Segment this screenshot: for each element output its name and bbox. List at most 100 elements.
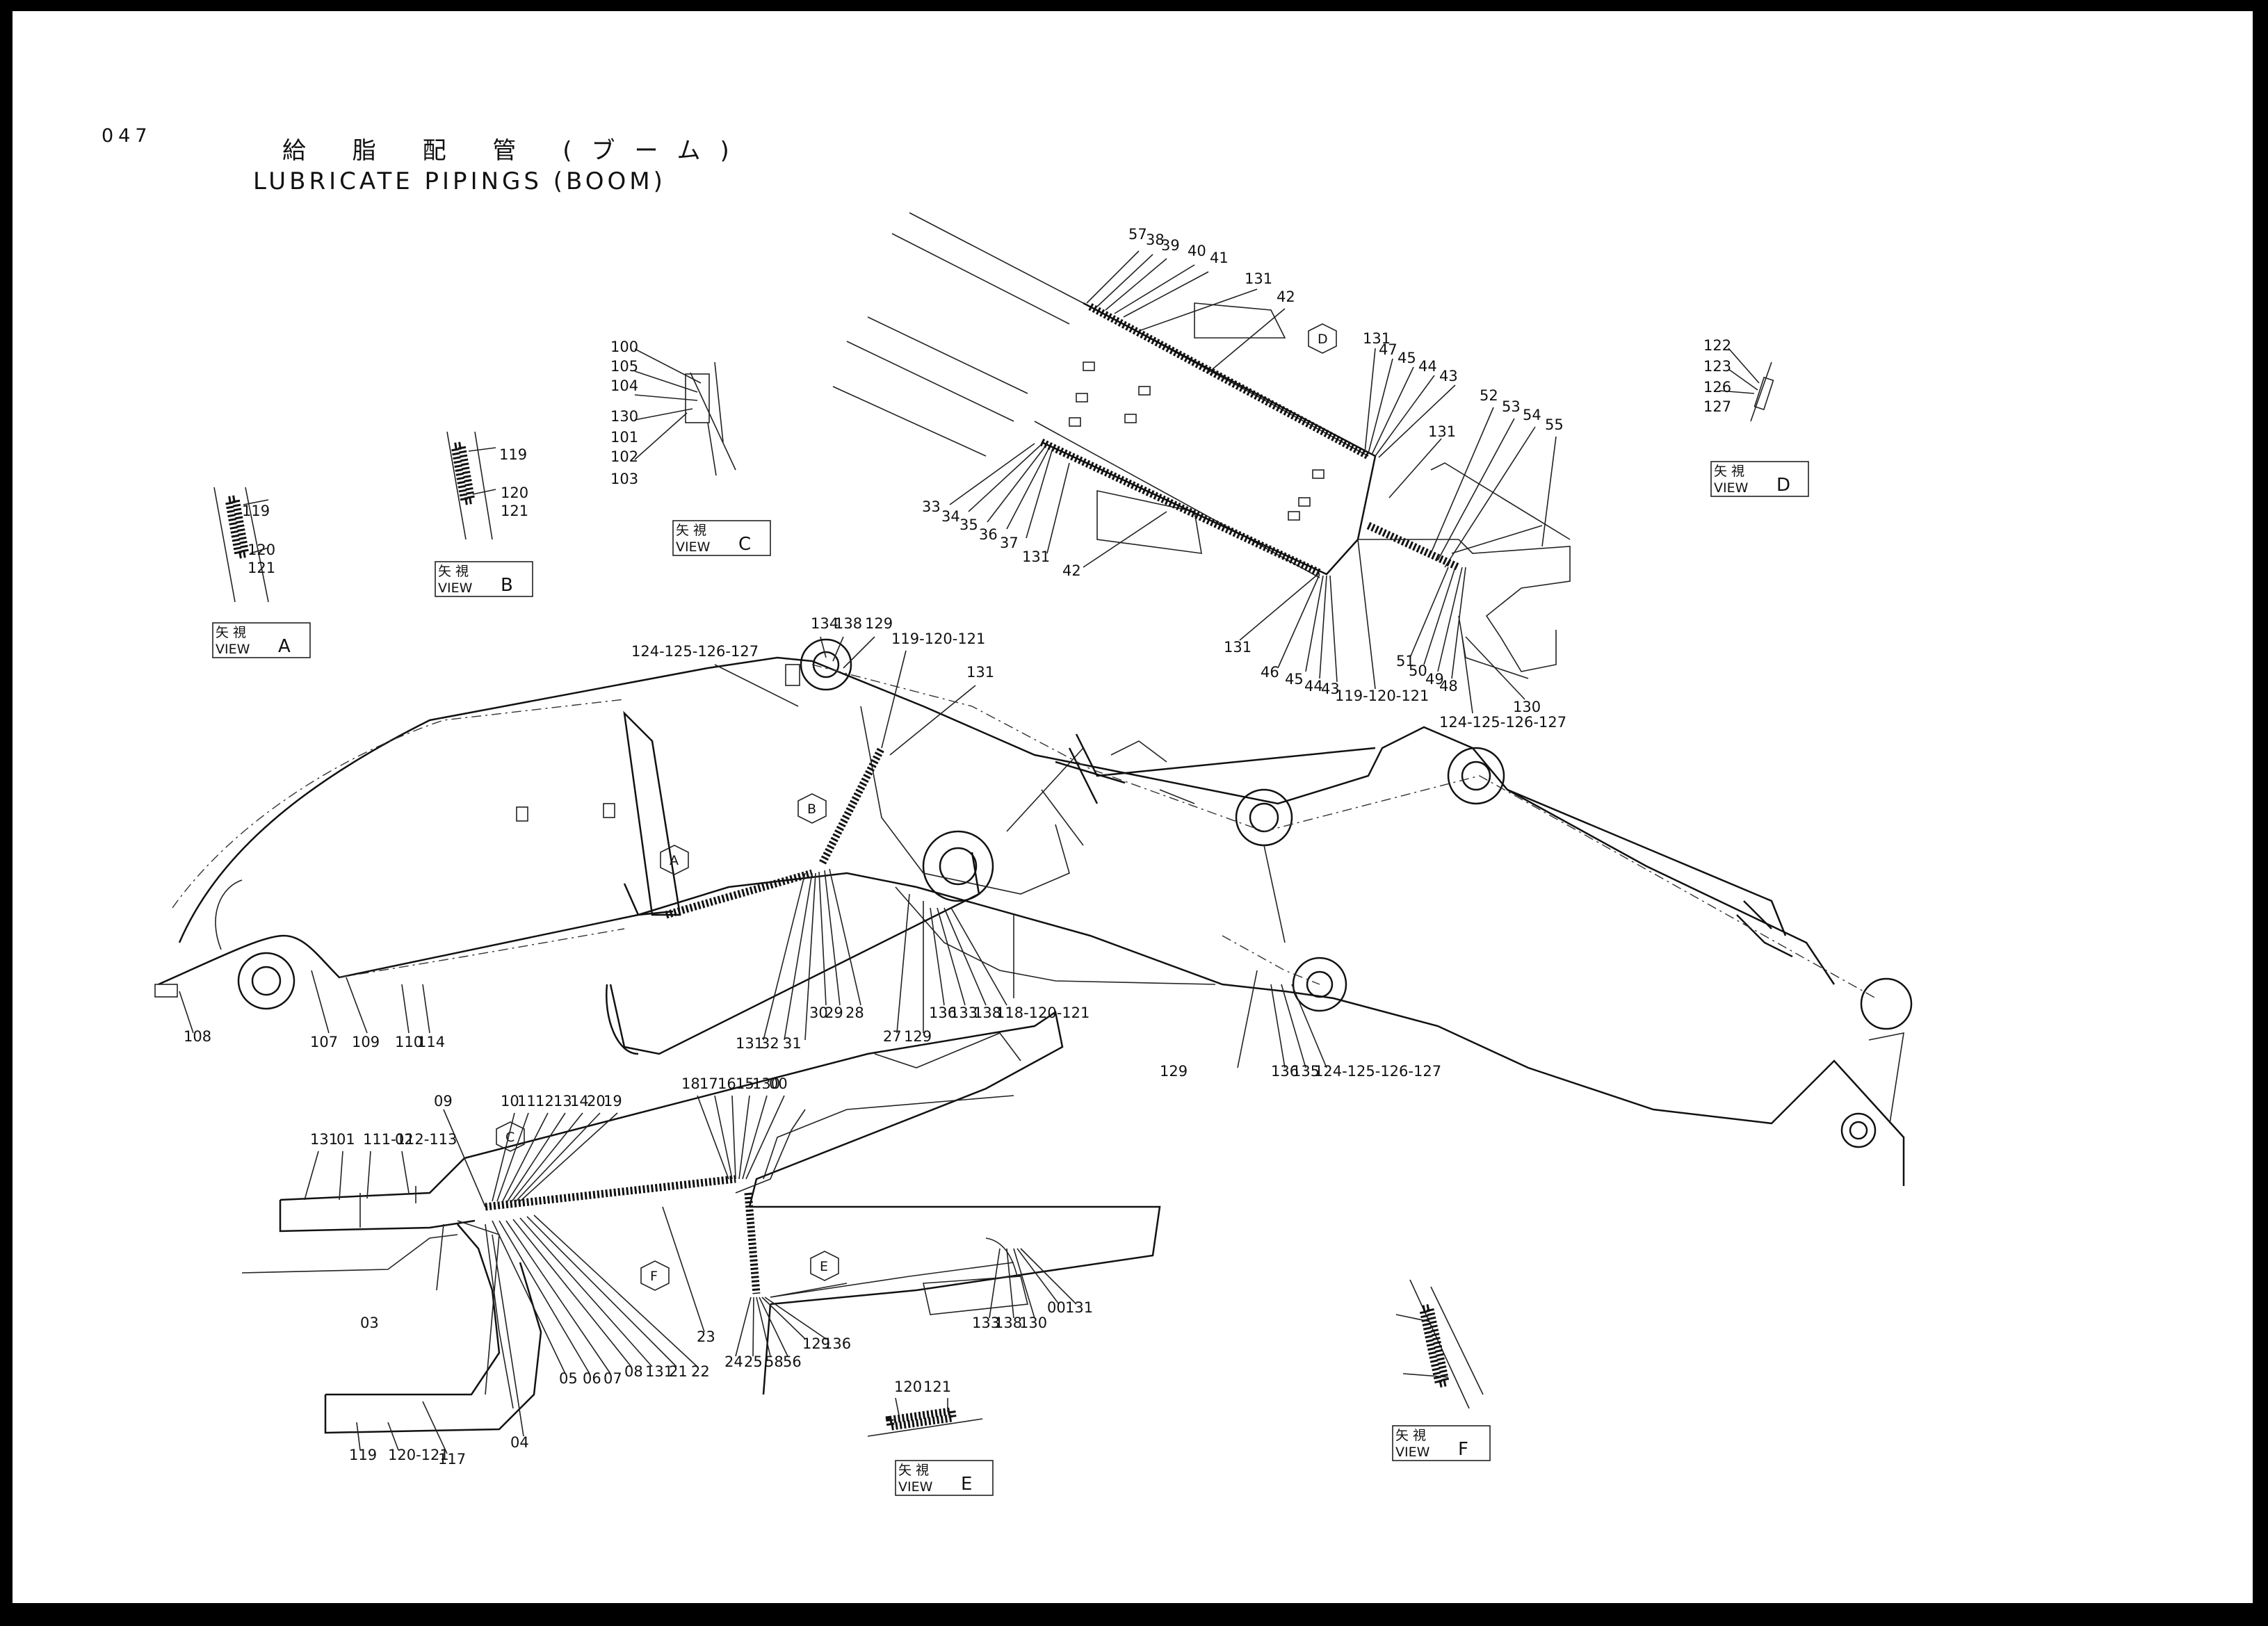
part-number-label: 131: [966, 664, 994, 681]
part-number-label: 14: [570, 1093, 589, 1109]
part-number-label: 136: [929, 1005, 957, 1021]
part-number-label: 57: [1128, 226, 1147, 243]
part-number-label: 136: [1271, 1063, 1299, 1080]
part-number-label: 06: [583, 1370, 601, 1387]
part-number-label: 109: [352, 1034, 380, 1050]
drawing-sheet: 047 給 脂 配 管 (ブーム) LUBRICATE PIPINGS (BOO…: [13, 11, 2253, 1603]
svg-text:D: D: [1776, 475, 1790, 496]
part-number-label: 124-125-126-127: [1314, 1063, 1441, 1080]
part-number-label: 48: [1439, 678, 1458, 694]
lower-boom-section: [241, 1010, 1161, 1434]
part-number-label: 22: [691, 1363, 710, 1380]
view-e-detail: 矢 視 VIEW E: [867, 1397, 994, 1496]
svg-text:A: A: [278, 636, 291, 657]
part-number-label: 07: [604, 1370, 622, 1387]
svg-text:A: A: [670, 853, 679, 868]
leader-lines: [179, 250, 1557, 1454]
part-number-label: 138: [973, 1005, 1001, 1021]
view-b-detail: 矢 視 VIEW B: [435, 431, 533, 597]
part-number-label: 09: [434, 1093, 453, 1109]
part-number-label: 131: [1022, 548, 1050, 565]
part-number-label: 25: [744, 1353, 763, 1370]
part-number-label: 29: [825, 1005, 843, 1021]
part-number-label: 131: [1065, 1299, 1093, 1316]
part-number-label: 33: [922, 498, 941, 515]
page-number: 047: [102, 125, 152, 147]
title-japanese: 給 脂 配 管 (ブーム): [282, 137, 749, 165]
upper-boom-top-view: [832, 212, 1571, 679]
part-number-label: 38: [1146, 231, 1165, 248]
part-number-label: 23: [697, 1328, 715, 1345]
part-number-label: 131: [310, 1131, 338, 1148]
part-number-label: 03: [360, 1315, 379, 1331]
part-number-label: 44: [1418, 358, 1437, 375]
part-number-label: 36: [979, 526, 998, 543]
part-number-label: 105: [610, 358, 638, 375]
svg-text:矢 視: 矢 視: [1714, 464, 1744, 479]
part-number-label: 19: [604, 1093, 622, 1109]
part-number-label: 15: [736, 1075, 754, 1092]
part-number-label: 114: [417, 1034, 445, 1050]
part-number-label: 28: [845, 1005, 864, 1021]
part-number-label: 00: [769, 1075, 788, 1092]
svg-text:VIEW: VIEW: [898, 1479, 933, 1495]
part-number-label: 08: [624, 1363, 643, 1380]
part-number-label: 54: [1523, 407, 1541, 423]
view-marker-f: F: [640, 1260, 670, 1291]
svg-text:矢 視: 矢 視: [438, 564, 469, 579]
part-number-label: 45: [1398, 350, 1416, 366]
svg-text:矢 視: 矢 視: [676, 523, 706, 538]
part-number-label: 107: [310, 1034, 338, 1050]
view-c-detail: 矢 視 VIEW C: [634, 348, 771, 556]
part-number-label: 119: [349, 1447, 377, 1463]
part-number-label: 131: [1245, 270, 1272, 287]
view-f-detail: 矢 視 VIEW F: [1392, 1279, 1491, 1461]
part-number-label: 130: [752, 1075, 780, 1092]
part-number-label: 130: [610, 408, 638, 425]
part-number-label: 126: [1703, 379, 1731, 396]
svg-text:矢 視: 矢 視: [1395, 1428, 1426, 1443]
part-number-label: 119: [242, 503, 270, 519]
part-number-label: 30: [809, 1005, 828, 1021]
part-number-label: 52: [1480, 387, 1498, 404]
part-number-label: 31: [783, 1035, 802, 1052]
part-number-label: 129: [904, 1028, 932, 1045]
part-number-label: 37: [1000, 535, 1019, 551]
view-e-label: 矢 視 VIEW E: [895, 1460, 994, 1496]
part-number-label: 131: [1428, 423, 1456, 440]
part-number-label: 42: [1277, 288, 1295, 305]
part-number-label: 138: [834, 615, 862, 632]
svg-text:B: B: [807, 802, 816, 817]
part-number-label: 42: [1062, 562, 1081, 579]
part-number-label: 20: [587, 1093, 606, 1109]
part-number-label: 123: [1703, 358, 1731, 375]
part-number-label: 124-125-126-127: [1439, 714, 1566, 731]
view-marker-e: E: [810, 1251, 839, 1281]
svg-text:D: D: [1318, 332, 1328, 347]
part-number-label: 131: [736, 1035, 763, 1052]
part-number-label: 131: [1363, 330, 1391, 347]
part-number-label: 50: [1409, 662, 1427, 679]
part-number-label: 55: [1545, 416, 1564, 433]
part-number-label: 04: [510, 1434, 529, 1451]
part-number-label: 11: [517, 1093, 536, 1109]
part-number-label: 41: [1210, 250, 1229, 266]
part-number-label: 111-112-113: [363, 1131, 457, 1148]
part-number-label: 117: [438, 1451, 466, 1468]
part-number-label: 120: [248, 542, 275, 558]
svg-text:F: F: [650, 1269, 658, 1284]
svg-text:F: F: [1458, 1439, 1468, 1460]
svg-text:E: E: [961, 1474, 972, 1495]
part-number-label: 10: [501, 1093, 519, 1109]
part-number-label: 05: [559, 1370, 578, 1387]
part-number-label: 51: [1396, 653, 1415, 669]
part-number-label: 43: [1321, 681, 1340, 697]
svg-text:VIEW: VIEW: [438, 580, 473, 596]
part-number-label: 43: [1439, 368, 1458, 384]
part-number-label: 136: [823, 1335, 851, 1352]
part-number-label: 00: [1047, 1299, 1066, 1316]
part-number-label: 56: [783, 1353, 802, 1370]
svg-text:B: B: [501, 575, 513, 596]
view-b-label: 矢 視 VIEW B: [435, 561, 533, 597]
part-number-label: 129: [1160, 1063, 1188, 1080]
